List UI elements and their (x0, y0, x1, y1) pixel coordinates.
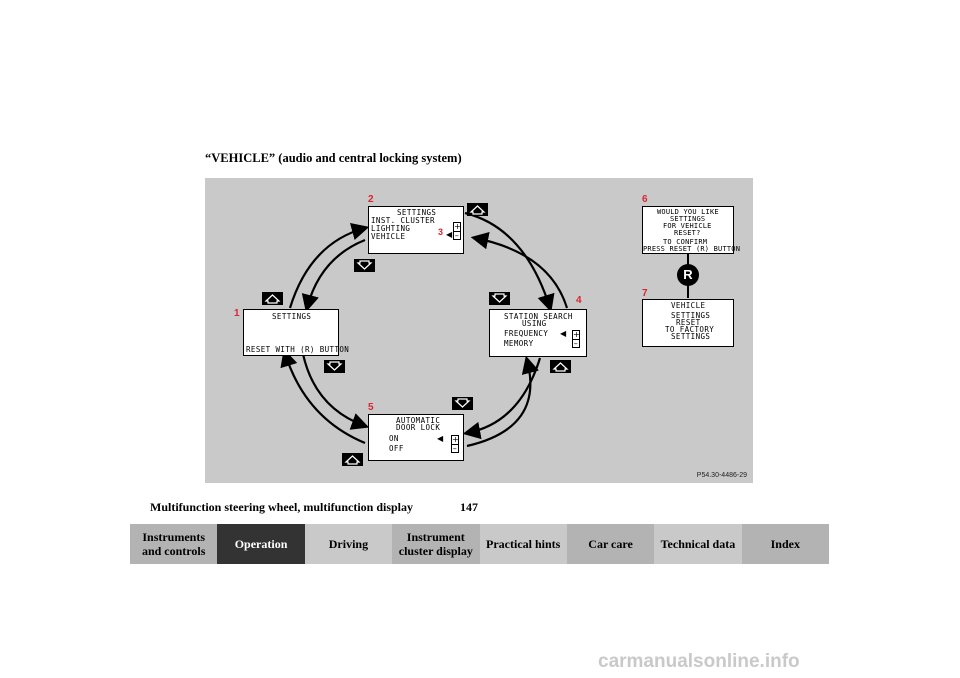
screen-line: PRESS RESET (R) BUTTON (643, 245, 741, 253)
tab-instrument-cluster-display[interactable]: Instrument cluster display (392, 524, 480, 564)
arrow-1-to-2 (288, 222, 370, 309)
section-heading: “VEHICLE” (audio and central locking sys… (205, 151, 462, 165)
screen-settings-menu: SETTINGS INST. CLUSTER LIGHTING VEHICLE … (368, 206, 464, 254)
screen-settings: SETTINGS RESET WITH (R) BUTTON (243, 309, 349, 356)
key-down-icon (354, 259, 375, 272)
cycle-arrows (280, 211, 689, 448)
page-section-title: Multifunction steering wheel, multifunct… (150, 500, 414, 514)
key-up-icon (262, 292, 283, 305)
arrow-1-to-5 (301, 353, 370, 430)
screen-line: USING (522, 319, 547, 328)
screen-line: FREQUENCY (504, 329, 549, 338)
pointer-icon: ◀ (560, 329, 567, 338)
screen-line: SETTINGS (671, 311, 711, 320)
tab-index[interactable]: Index (741, 524, 829, 564)
key-down-icon (452, 397, 473, 410)
screen-auto-door-lock: AUTOMATIC DOOR LOCK ON OFF ◀ +– (368, 414, 464, 461)
screen-line: SETTINGS (397, 208, 437, 217)
screen-line: OFF (389, 444, 404, 453)
screen-line: INST. CLUSTER (371, 216, 435, 225)
screen-line: LIGHTING (371, 224, 411, 233)
screen-line: RESET (676, 318, 701, 327)
screen-line: RESET? (674, 229, 701, 237)
screen-line: SETTINGS (671, 332, 711, 341)
screen-line: ON (389, 434, 399, 443)
tab-car-care[interactable]: Car care (566, 524, 655, 564)
key-up-icon (550, 360, 571, 373)
screen-line: SETTINGS (272, 312, 312, 321)
tab-technical-data[interactable]: Technical data (654, 524, 742, 564)
arrow-2-to-1 (301, 238, 366, 313)
screen-line: RESET WITH (R) BUTTON (246, 345, 350, 354)
plus-minus-icon: +– (451, 435, 460, 453)
plus-minus-icon: +– (572, 330, 581, 348)
callout-6: 6 (642, 194, 648, 205)
tab-practical-hints[interactable]: Practical hints (479, 524, 567, 564)
plus-minus-icon: +– (453, 222, 462, 240)
callout-5: 5 (368, 402, 374, 413)
tab-driving[interactable]: Driving (304, 524, 393, 564)
screen-reset-prompt: WOULD YOU LIKE SETTINGS FOR VEHICLE RESE… (642, 206, 740, 254)
screen-line: WOULD YOU LIKE (657, 208, 719, 216)
key-up-icon (342, 453, 363, 466)
screen-line: VEHICLE (371, 232, 406, 241)
vehicle-settings-diagram: 1 SETTINGS RESET WITH (R) BUTTON 2 SETTI… (205, 178, 753, 483)
callout-1: 1 (234, 308, 240, 319)
screen-line: FOR VEHICLE (663, 222, 712, 230)
screen-line: VEHICLE (671, 301, 706, 310)
callout-4: 4 (576, 295, 582, 306)
screen-line: DOOR LOCK (396, 423, 441, 432)
arrow-4-to-2 (470, 231, 569, 309)
watermark: carmanualsonline.info (598, 651, 800, 672)
page-number: 147 (460, 500, 478, 514)
screen-line: TO CONFIRM (663, 238, 708, 246)
arrow-5-to-1 (280, 348, 366, 445)
figure-reference: P54.30-4486-29 (696, 472, 747, 479)
reset-r-button-icon: R (677, 264, 699, 286)
callout-7: 7 (642, 288, 648, 299)
key-up-icon (467, 203, 488, 216)
screen-vehicle-reset: VEHICLE SETTINGS RESET TO FACTORY SETTIN… (642, 299, 734, 347)
pointer-icon: ◀ (446, 230, 453, 239)
callout-2: 2 (368, 194, 374, 205)
callout-3: 3 (438, 227, 444, 237)
screen-line: AUTOMATIC (396, 416, 441, 425)
screen-line: TO FACTORY (665, 325, 715, 334)
tab-operation[interactable]: Operation (217, 524, 305, 564)
screen-station-search: STATION SEARCH USING FREQUENCY MEMORY ◀ … (489, 309, 587, 357)
pointer-icon: ◀ (437, 434, 444, 443)
chapter-nav: Instruments and controls Operation Drivi… (130, 524, 829, 564)
key-down-icon (324, 360, 345, 373)
screen-line: STATION SEARCH (504, 312, 573, 321)
screen-line: SETTINGS (670, 215, 706, 223)
key-down-icon (489, 292, 510, 305)
tab-instruments-and-controls[interactable]: Instruments and controls (130, 524, 218, 564)
arrow-5-to-4 (466, 355, 539, 448)
screen-line: MEMORY (504, 339, 534, 348)
arrow-2-to-4 (464, 211, 555, 313)
